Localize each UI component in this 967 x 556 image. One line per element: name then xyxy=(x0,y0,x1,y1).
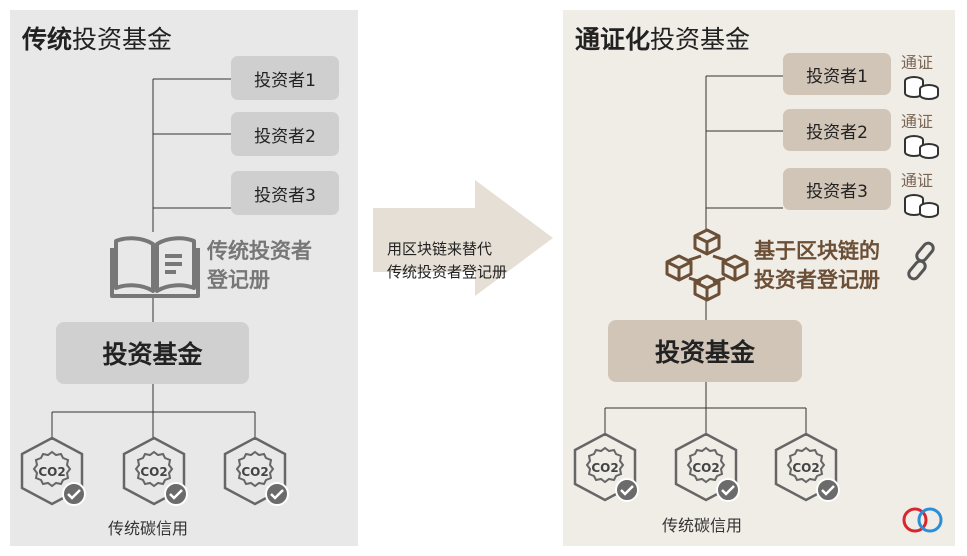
investor-3-box: 投资者3 xyxy=(231,171,339,215)
token-label-3: 通证 xyxy=(901,171,934,190)
investor-2-box: 投资者2 xyxy=(231,112,339,156)
coin-stack-1-icon xyxy=(904,76,939,100)
coin-stack-2-icon xyxy=(904,135,939,159)
token-carbon-credit-3-icon: CO2 xyxy=(774,432,840,502)
token-carbon-credit-1-icon: CO2 xyxy=(573,432,639,502)
token-investor-2-box: 投资者2 xyxy=(783,109,891,151)
transition-arrow-text: 用区块链来替代 传统投资者登记册 xyxy=(387,240,508,281)
carbon-credit-3-icon: CO2 xyxy=(223,436,289,506)
carbon-credit-2-icon: CO2 xyxy=(122,436,188,506)
token-investor-3-box: 投资者3 xyxy=(783,168,891,210)
svg-text:CO2: CO2 xyxy=(692,461,719,475)
blockchain-registry-label: 基于区块链的 投资者登记册 xyxy=(754,239,880,292)
traditional-fund-title: 传统投资基金 xyxy=(22,25,173,54)
token-label-1: 通证 xyxy=(901,53,934,72)
svg-text:CO2: CO2 xyxy=(38,465,65,479)
token-label-2: 通证 xyxy=(901,112,934,131)
traditional-credit-label: 传统碳信用 xyxy=(108,519,189,538)
svg-text:CO2: CO2 xyxy=(241,465,268,479)
svg-text:CO2: CO2 xyxy=(591,461,618,475)
tokenized-fund-title: 通证化投资基金 xyxy=(575,25,751,54)
carbon-credit-1-icon: CO2 xyxy=(20,436,86,506)
tokenized-credit-label: 传统碳信用 xyxy=(662,516,743,535)
investor-1-box: 投资者1 xyxy=(231,56,339,100)
token-investor-1-box: 投资者1 xyxy=(783,53,891,95)
traditional-registry-label: 传统投资者 登记册 xyxy=(207,239,312,292)
book-icon xyxy=(110,236,200,298)
traditional-fund-box: 投资基金 xyxy=(56,322,249,384)
token-carbon-credit-2-icon: CO2 xyxy=(674,432,740,502)
blockchain-icon xyxy=(665,228,749,302)
chain-link-icon xyxy=(907,241,935,281)
svg-text:CO2: CO2 xyxy=(792,461,819,475)
tokenized-fund-box: 投资基金 xyxy=(608,320,802,382)
coin-stack-3-icon xyxy=(904,194,939,218)
transition-arrow xyxy=(373,180,553,296)
svg-text:CO2: CO2 xyxy=(140,465,167,479)
tokenized-fund-panel xyxy=(563,10,955,546)
brand-logo xyxy=(902,507,943,533)
